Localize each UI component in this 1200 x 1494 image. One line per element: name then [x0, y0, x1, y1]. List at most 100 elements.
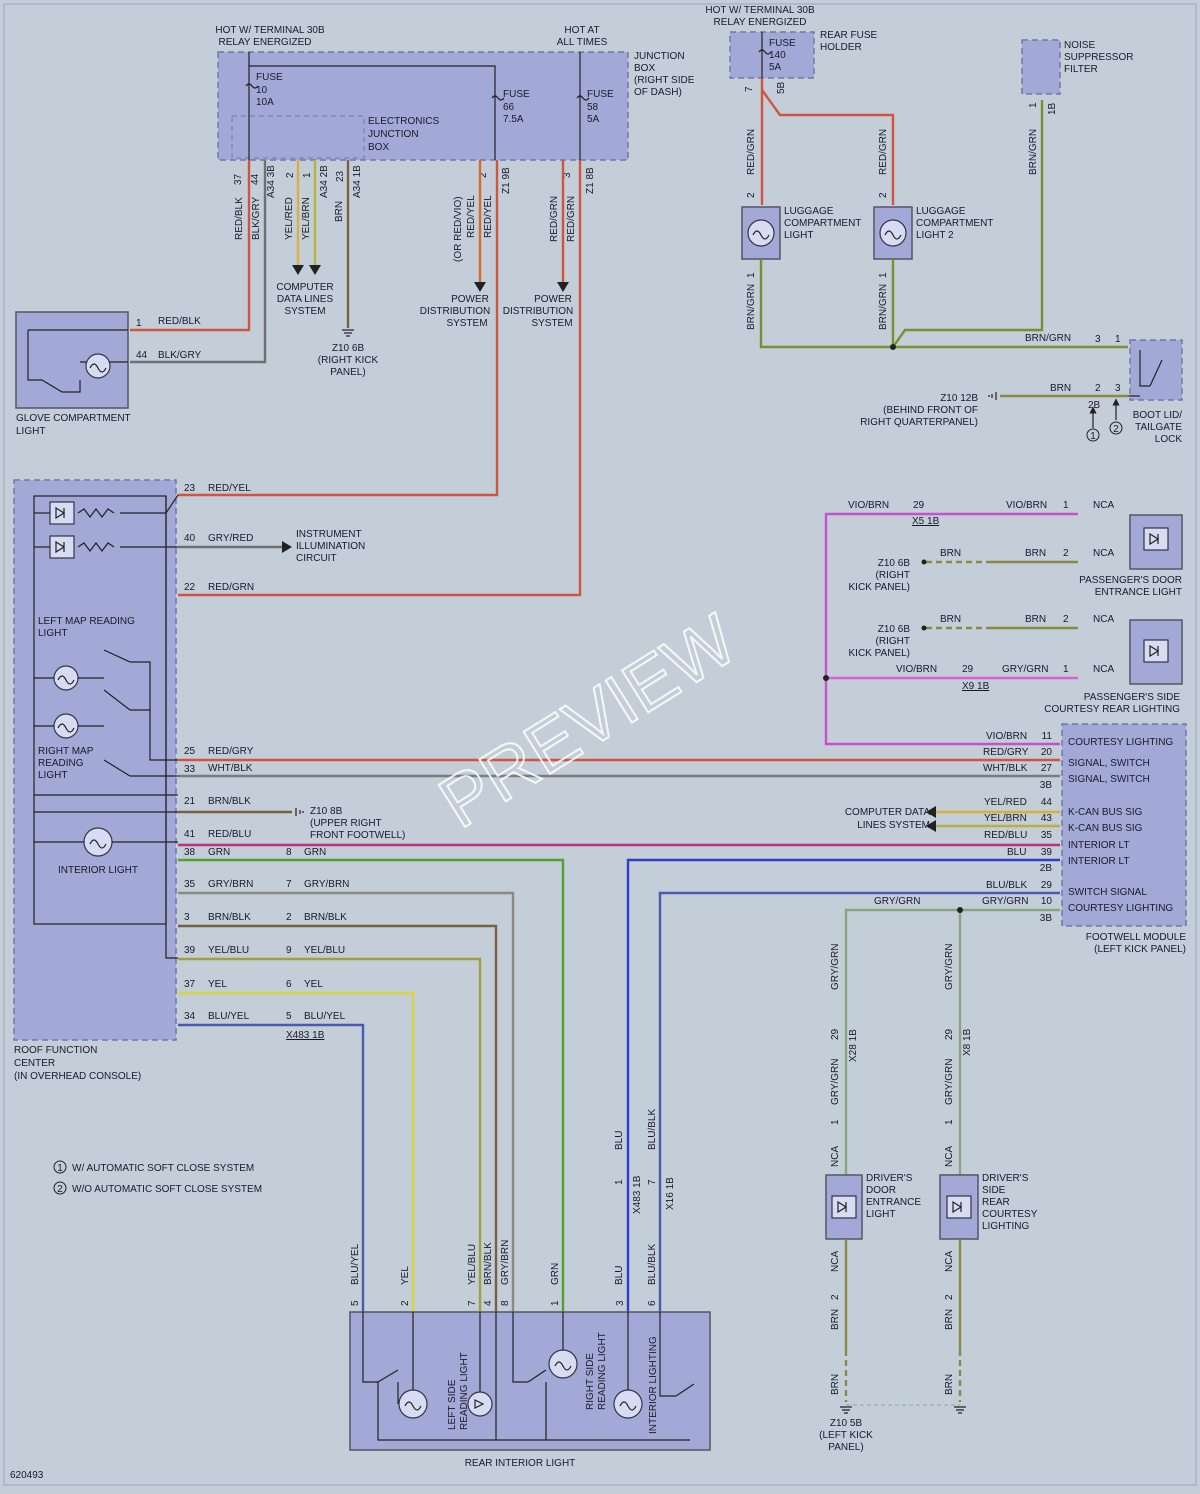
noise-suppressor-filter: NOISE SUPPRESSOR FILTER: [1021, 39, 1133, 95]
pin-label: 21: [184, 796, 196, 807]
wire-label: YEL/RED: [284, 197, 295, 240]
dest-label: COMPUTER DATA: [845, 807, 931, 818]
pin-label: 2: [1095, 383, 1101, 394]
pin-label: 1: [1063, 500, 1069, 511]
wire-label: NCA: [830, 1251, 841, 1272]
component-label: INTERIOR LIGHTING: [648, 1336, 659, 1434]
wire-label: BRN: [830, 1309, 841, 1330]
junction-box-wires: RED/BLK BLK/GRY YEL/RED YEL/BRN BRN (OR …: [130, 160, 582, 597]
component-label: PASSENGER'S DOOR: [1079, 575, 1182, 586]
rear-fuse-holder: FUSE 140 5A REAR FUSE HOLDER 7 5B RED/GR…: [729, 30, 895, 205]
pin-label: 2B: [1040, 863, 1053, 874]
bulb-icon: [53, 713, 79, 739]
fuse-label: 7.5A: [503, 114, 524, 125]
top-label: HOT W/ TERMINAL 30B: [705, 5, 815, 16]
ground-label: Z10 6B: [878, 558, 911, 569]
ground-z10-6b-top: [342, 329, 354, 337]
wire-label: VIO/BRN: [848, 500, 889, 511]
wire-label: YEL/BLU: [208, 945, 249, 956]
switch-icon: [103, 759, 131, 777]
pin-label: 22: [184, 582, 196, 593]
wire-label: VIO/BRN: [896, 664, 937, 675]
pin-label: 1: [302, 172, 313, 178]
connector-label: 5B: [776, 81, 787, 94]
glove-box: [15, 311, 129, 409]
ground-label: Z10 5B: [830, 1418, 863, 1429]
component-label: ENTRANCE: [866, 1197, 921, 1208]
bulb-icon: [879, 219, 907, 247]
bulb-icon: [83, 827, 113, 857]
wire-label: NCA: [830, 1146, 841, 1167]
led-icon: [1143, 527, 1169, 551]
luggage-ground-wires: 1 1 BRN/GRN BRN/GRN BRN/GRN 1 1B BRN/GRN: [746, 100, 1128, 350]
pin-label: 20: [1041, 747, 1053, 758]
component-label: LUGGAGE: [916, 206, 966, 217]
wire-blu: [626, 858, 1060, 1312]
junction-box-title: JUNCTION: [634, 51, 685, 62]
component-label: HOLDER: [820, 42, 862, 53]
pin-label: 3B: [1040, 780, 1053, 791]
pin-label: 1: [550, 1300, 561, 1306]
junction-box-pins: 37 44 A34 3B 2 1 A34 2B 23 A34 1B 2 Z1 9…: [233, 165, 596, 198]
wire-label: NCA: [1093, 548, 1114, 559]
pin-label: 33: [184, 764, 196, 775]
wire-label: BRN: [940, 614, 961, 625]
connector-label: Z1 9B: [501, 167, 512, 194]
wire-blu-blk: [658, 891, 1060, 1312]
component-label: LIGHT: [784, 230, 813, 241]
note-marker: [1109, 421, 1123, 435]
wire-label: YEL: [208, 979, 227, 990]
arrow-computer-data: [292, 265, 321, 275]
wire-label: YEL/BLU: [467, 1244, 478, 1285]
pin-label: 11: [1042, 731, 1053, 742]
wire-label: BRN/GRN: [746, 284, 757, 330]
led-icon: [946, 1195, 972, 1219]
wire-label: YEL/BRN: [301, 197, 312, 240]
fuse-label: 10: [256, 85, 268, 96]
wire-label: RED/GRN: [746, 129, 757, 175]
wire-label: BLU/BLK: [986, 880, 1027, 891]
pin-label: 9: [286, 945, 292, 956]
wire-label: GRY/RED: [208, 533, 253, 544]
wire-label: BRN/GRN: [878, 284, 889, 330]
pin-label: 5: [350, 1300, 361, 1306]
wire-label: RED/YEL: [483, 195, 494, 238]
wire-label: RED/BLU: [984, 830, 1027, 841]
wire-label: NCA: [944, 1251, 955, 1272]
fuse-10-symbol: [245, 83, 259, 89]
wire-label: GRN: [208, 847, 230, 858]
dest-label: DISTRIBUTION: [503, 306, 574, 317]
wire-label: BLK/GRY: [251, 197, 262, 240]
pin-label: 10: [1041, 896, 1053, 907]
wire-label: NCA: [1093, 500, 1114, 511]
pin-label: 40: [184, 533, 196, 544]
top-label: RELAY ENERGIZED: [714, 17, 807, 28]
wire-label: YEL/BLU: [304, 945, 345, 956]
switch-icon: [675, 1383, 695, 1397]
diode-icon: [49, 501, 75, 525]
wire-label: YEL: [400, 1266, 411, 1285]
wire-label: RED/YEL: [466, 195, 477, 238]
footwell-pin-label: SIGNAL, SWITCH: [1068, 758, 1150, 769]
component-label: LIGHTING: [982, 1221, 1029, 1232]
pin-label: 23: [184, 483, 196, 494]
ejb-label: JUNCTION: [368, 129, 419, 140]
wire-label: VIO/BRN: [1006, 500, 1047, 511]
resistor-icon: [77, 508, 115, 518]
wire-label: BLU/BLK: [647, 1109, 658, 1150]
component-label: PASSENGER'S SIDE: [1084, 692, 1181, 703]
pin-label: 1: [614, 1179, 625, 1185]
pin-label: 43: [1041, 813, 1053, 824]
ground-label: (RIGHT: [876, 636, 910, 647]
dest-label: SYSTEM: [531, 318, 572, 329]
component-label: LEFT SIDE: [447, 1379, 458, 1430]
note-text: W/O AUTOMATIC SOFT CLOSE SYSTEM: [72, 1184, 262, 1195]
ground-label: (RIGHT: [876, 570, 910, 581]
resistor-icon: [77, 542, 115, 552]
wire-red-grn-lug2: [761, 89, 895, 205]
wire-gry-grn-drv-door: [844, 908, 1060, 1175]
wire-label: BRN: [334, 201, 345, 222]
wire-label: BLU/YEL: [208, 1011, 250, 1022]
switch-icon: [103, 689, 131, 711]
